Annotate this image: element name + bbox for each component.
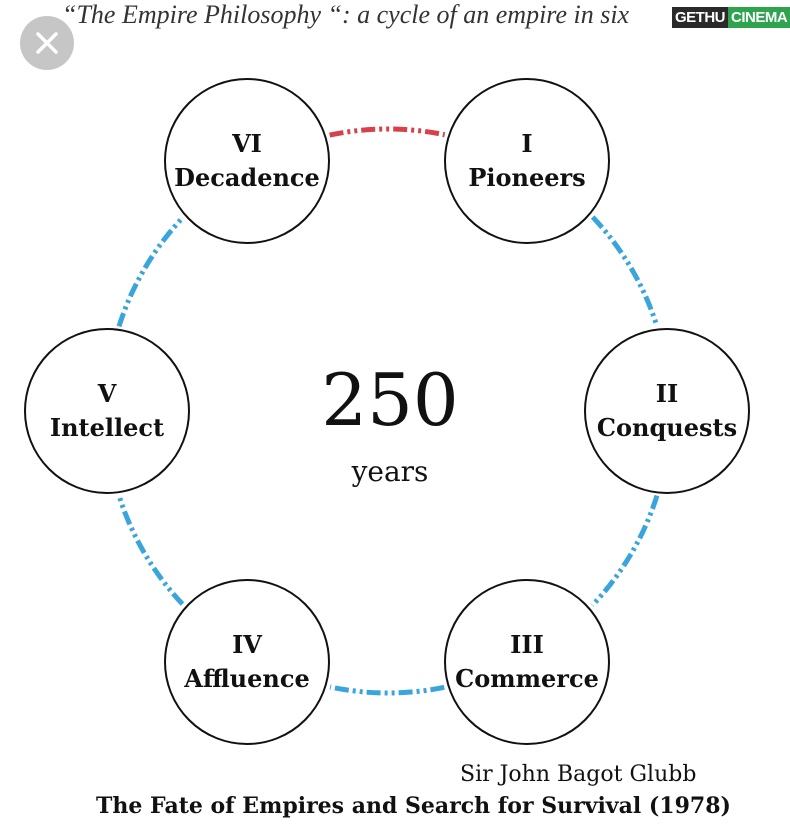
stage-node-2: II Conquests <box>584 328 750 494</box>
stage-numeral: IV <box>232 630 262 659</box>
stage-label: Commerce <box>455 664 599 693</box>
stage-node-6: VI Decadence <box>164 78 330 244</box>
decline-link <box>329 126 446 138</box>
close-button[interactable] <box>20 16 74 70</box>
watermark-part-2: CINEMA <box>728 6 790 28</box>
stage-node-3: III Commerce <box>444 579 610 745</box>
author-credit: Sir John Bagot Glubb <box>460 762 697 787</box>
stage-node-1: I Pioneers <box>444 78 610 244</box>
stage-numeral: VI <box>232 129 262 158</box>
watermark-logo: GETHU CINEMA <box>672 4 790 30</box>
stage-label: Affluence <box>184 664 310 693</box>
stage-node-4: IV Affluence <box>164 579 330 745</box>
watermark-part-1: GETHU <box>672 6 728 28</box>
stage-label: Intellect <box>49 413 165 442</box>
stage-node-5: V Intellect <box>24 328 190 494</box>
caption: “The Empire Philosophy “: a cycle of an … <box>62 0 630 29</box>
cycle-link <box>590 494 660 608</box>
close-icon <box>36 32 58 54</box>
stage-numeral: I <box>521 129 533 158</box>
cycle-link <box>329 684 445 696</box>
stage-label: Conquests <box>596 413 738 442</box>
cycle-link <box>116 494 185 606</box>
stage-label: Decadence <box>174 163 320 192</box>
center-value: 250 <box>321 358 459 442</box>
center-unit: years <box>351 455 429 488</box>
book-title: The Fate of Empires and Search for Survi… <box>96 793 731 819</box>
cycle-link <box>590 215 660 328</box>
stage-numeral: III <box>510 630 544 659</box>
stage-numeral: V <box>97 379 117 408</box>
cycle-link <box>116 216 184 328</box>
stage-label: Pioneers <box>468 163 586 192</box>
stage-numeral: II <box>655 379 679 408</box>
